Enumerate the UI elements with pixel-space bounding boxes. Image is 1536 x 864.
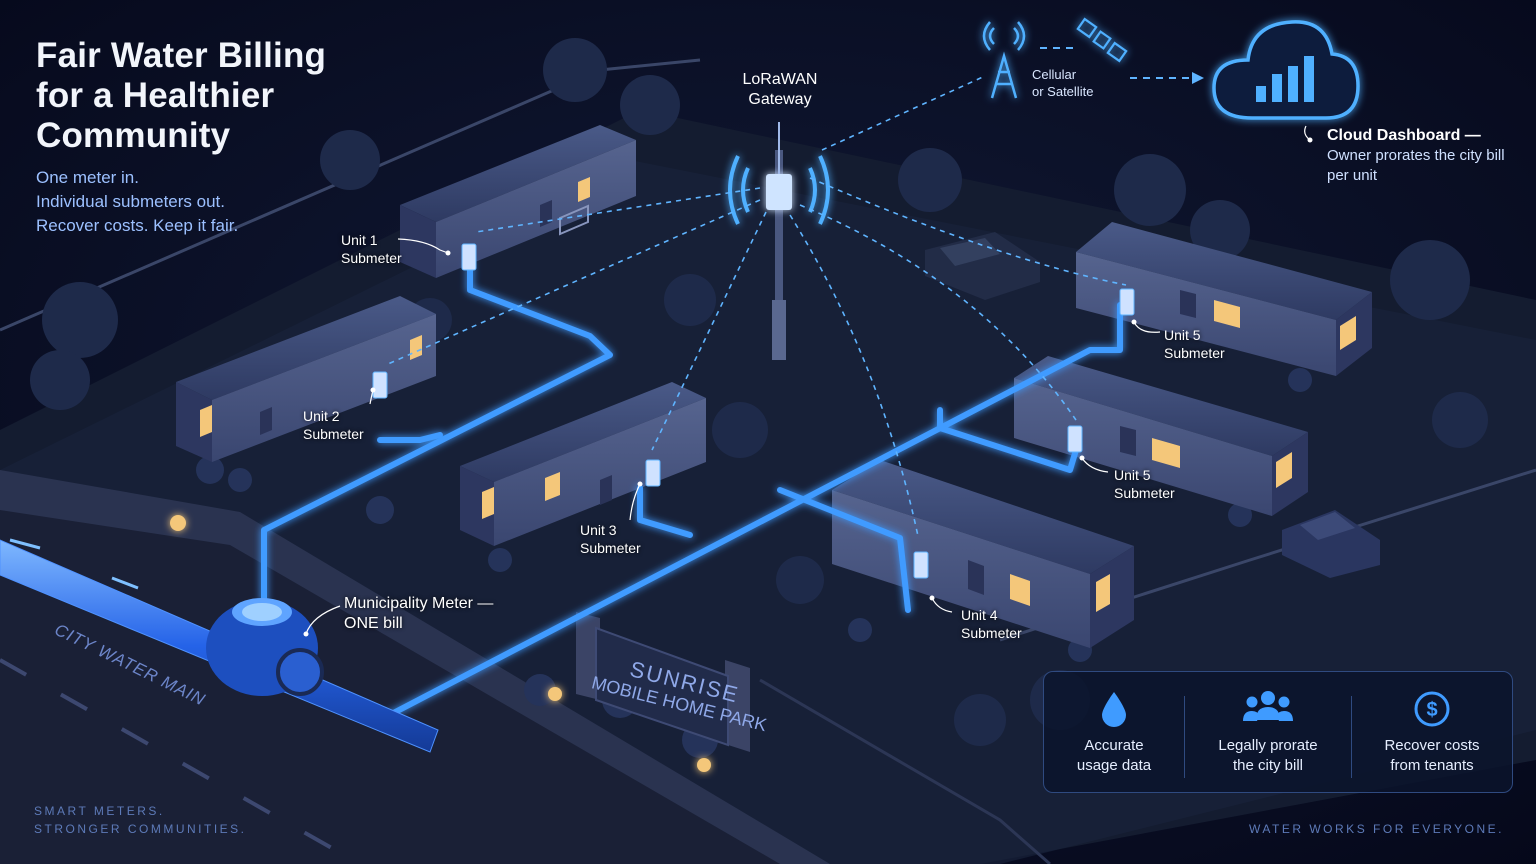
gateway-radio-waves	[728, 155, 830, 225]
feature-prorate: Legally prorate the city bill	[1185, 672, 1351, 792]
municipality-meter-line: Municipality Meter —	[344, 595, 494, 612]
gateway-label-line: Gateway	[748, 91, 812, 108]
unit-name: Unit 2	[303, 408, 340, 424]
unit-4-label: Unit 4 Submeter	[961, 606, 1022, 642]
unit-sub: Submeter	[341, 250, 402, 266]
feature-text: Recover costs from tenants	[1352, 736, 1512, 776]
unit-5a-label: Unit 5 Submeter	[1164, 326, 1225, 362]
feature-line: Legally prorate	[1218, 737, 1318, 754]
feature-line: Recover costs	[1384, 737, 1480, 754]
home-unit-4	[832, 460, 1134, 648]
feature-accurate-data: Accurate usage data	[1044, 672, 1184, 792]
unit-3-label: Unit 3 Submeter	[580, 521, 641, 557]
footer-tagline-right: WATER WORKS FOR EVERYONE.	[1249, 822, 1504, 836]
feature-line: the city bill	[1232, 757, 1304, 774]
hero-subtitle-line: Individual submeters out.	[36, 192, 225, 211]
footer-tagline-left: SMART METERS. STRONGER COMMUNITIES.	[34, 802, 247, 838]
hero-title-line: for a Healthier	[36, 76, 275, 115]
unit-2-label: Unit 2 Submeter	[303, 407, 364, 443]
feature-text: Accurate usage data	[1044, 736, 1184, 776]
unit-name: Unit 5	[1114, 467, 1151, 483]
unit-5b-label: Unit 5 Submeter	[1114, 466, 1175, 502]
hero-subtitle: One meter in. Individual submeters out. …	[36, 166, 238, 238]
unit-sub: Submeter	[1114, 485, 1175, 501]
municipality-meter-line: ONE bill	[344, 615, 403, 632]
unit-name: Unit 3	[580, 522, 617, 538]
feature-line: Accurate	[1084, 737, 1144, 754]
uplink-dashes	[1040, 47, 1196, 79]
leader-dots	[303, 137, 1313, 637]
satellite-icon	[1076, 17, 1128, 63]
cloud-dashboard-title: Cloud Dashboard —	[1327, 127, 1481, 144]
panel-divider	[1351, 696, 1352, 778]
uplink-label: Cellular or Satellite	[1032, 66, 1093, 100]
people-icon	[1243, 691, 1293, 721]
feature-line: from tenants	[1390, 757, 1474, 774]
unit-name: Unit 4	[961, 607, 998, 623]
cloud-dashboard-label: Cloud Dashboard — Owner prorates the cit…	[1327, 126, 1505, 186]
unit-1-label: Unit 1 Submeter	[341, 231, 402, 267]
distribution-pipes	[261, 259, 1123, 723]
cell-tower-icon	[982, 21, 1026, 99]
unit-sub: Submeter	[580, 540, 641, 556]
uplink-label-line: or Satellite	[1032, 84, 1094, 99]
radio-links	[387, 75, 1127, 537]
front-fence	[759, 678, 1051, 864]
uplink-arrow-icon	[1192, 72, 1204, 84]
gateway-label-line: LoRaWAN	[742, 71, 818, 88]
svg-text:$: $	[1426, 699, 1437, 721]
submeters	[372, 243, 1135, 579]
hero-subtitle-line: One meter in.	[36, 168, 139, 187]
road	[0, 500, 820, 864]
unit-sub: Submeter	[1164, 345, 1225, 361]
cloud-dashboard-icon	[1212, 20, 1360, 120]
hero-title-line: Fair Water Billing	[36, 36, 327, 75]
municipality-meter-label: Municipality Meter — ONE bill	[344, 594, 493, 634]
home-unit-5b	[1014, 356, 1308, 516]
feature-text: Legally prorate the city bill	[1185, 736, 1351, 776]
footer-line: STRONGER COMMUNITIES.	[34, 822, 247, 836]
footer-line: SMART METERS.	[34, 804, 165, 818]
home-unit-2	[176, 296, 436, 462]
uplink-label-line: Cellular	[1032, 67, 1077, 82]
cloud-dashboard-desc: per unit	[1327, 167, 1378, 184]
hero-title-line: Community	[36, 116, 231, 155]
unit-name: Unit 5	[1164, 327, 1201, 343]
park-entrance-sign	[576, 612, 750, 752]
home-unit-3	[460, 382, 706, 546]
gateway-label: LoRaWAN Gateway	[738, 70, 822, 110]
pickup-truck	[925, 232, 1040, 300]
feature-line: usage data	[1076, 757, 1152, 774]
street-lamps	[170, 515, 711, 772]
sidewalk	[0, 470, 830, 864]
panel-divider	[1184, 696, 1185, 778]
municipality-meter	[206, 598, 324, 696]
dollar-icon: $	[1414, 691, 1450, 727]
cloud-dashboard-desc: Owner prorates the city bill	[1327, 147, 1505, 164]
home-unit-5a	[1076, 222, 1372, 376]
hero-subtitle-line: Recover costs. Keep it fair.	[36, 216, 239, 235]
lorawan-gateway-tower	[766, 122, 792, 360]
parked-car	[1282, 510, 1380, 578]
unit-sub: Submeter	[303, 426, 364, 442]
feature-recover-costs: $ Recover costs from tenants	[1352, 672, 1512, 792]
unit-sub: Submeter	[961, 625, 1022, 641]
water-drop-icon	[1102, 692, 1126, 727]
hero-title: Fair Water Billing for a Healthier Commu…	[36, 36, 326, 156]
unit-name: Unit 1	[341, 232, 378, 248]
features-panel: Accurate usage data Legally prorate the …	[1043, 671, 1513, 793]
